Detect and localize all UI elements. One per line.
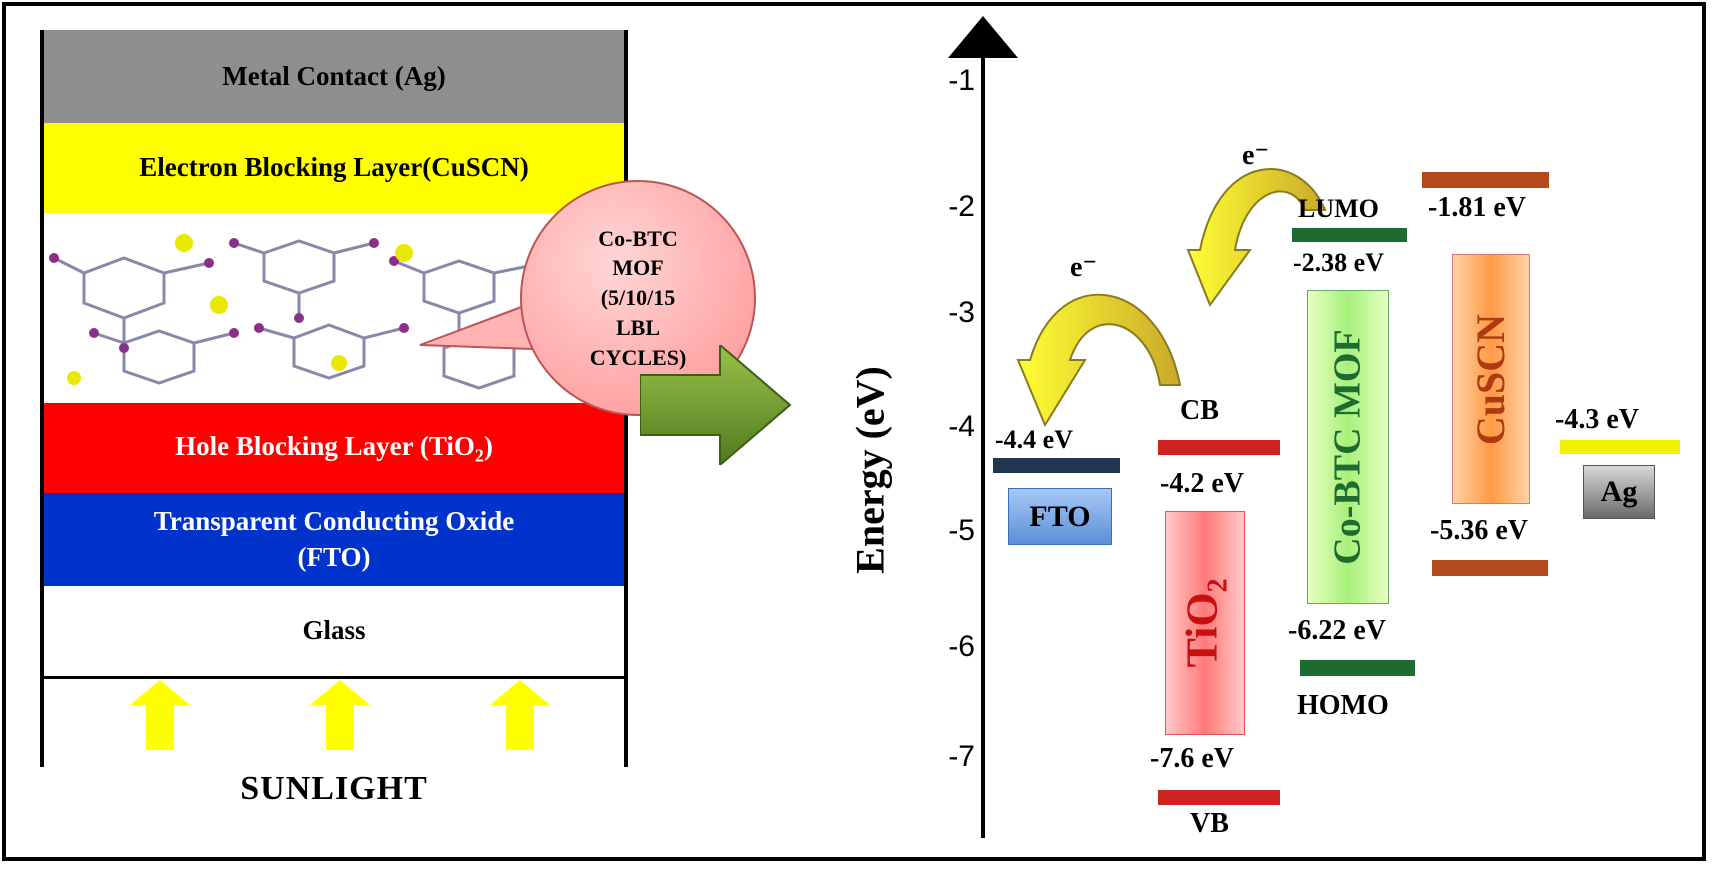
axis-tick-label: -2 <box>948 190 975 223</box>
metal-contact-label: Metal Contact (Ag) <box>222 60 446 91</box>
vb-label: VB <box>1190 808 1229 839</box>
stack-left-border <box>40 30 44 767</box>
tio2-cb-bar <box>1158 440 1280 455</box>
cb-label: CB <box>1180 395 1219 426</box>
electron-label: e⁻ <box>1242 140 1270 171</box>
sunlight-arrow-icon <box>490 680 550 750</box>
electron-blocking-layer: Electron Blocking Layer(CuSCN) <box>44 123 624 213</box>
electron-arrow-icon <box>1186 168 1327 308</box>
ag-level-bar <box>1560 440 1680 454</box>
fto-material-label: FTO <box>1029 499 1091 533</box>
cuscn-top-bar <box>1422 172 1549 188</box>
glass-layer: Glass <box>44 586 624 676</box>
sunlight-arrows <box>130 680 550 750</box>
device-stack: Metal Contact (Ag) Electron Blocking Lay… <box>40 30 628 807</box>
fto-level-label: -4.4 eV <box>995 425 1073 454</box>
mof-material-box: Co-BTC MOF <box>1307 290 1389 604</box>
bubble-line: MOF <box>612 255 664 281</box>
tio2-cb-level-label: -4.2 eV <box>1160 468 1244 499</box>
cuscn-material-box: CuSCN <box>1452 254 1530 504</box>
cuscn-bottom-bar <box>1432 560 1548 576</box>
mof-lumo-bar <box>1292 228 1407 242</box>
electron-blocking-label: Electron Blocking Layer(CuSCN) <box>139 152 529 183</box>
tio2-material-box: TiO2 <box>1165 511 1245 735</box>
mof-homo-bar <box>1300 660 1415 676</box>
tco-layer: Transparent Conducting Oxide (FTO) <box>44 493 624 586</box>
axis-tick-label: -1 <box>948 64 975 97</box>
hole-blocking-label: Hole Blocking Layer (TiO2) <box>175 430 493 465</box>
axis-tick-label: -6 <box>948 630 975 663</box>
axis-tick-label: -4 <box>948 410 975 443</box>
energy-axis-label: Energy (eV) <box>847 366 893 574</box>
mof-lumo-level-label: -2.38 eV <box>1293 248 1384 277</box>
bubble-line: LBL <box>615 314 660 340</box>
figure-frame <box>2 2 1706 861</box>
bubble-line: (5/10/15 <box>600 285 676 311</box>
axis-tick-label: -7 <box>948 740 975 773</box>
fto-material-box: FTO <box>1008 488 1112 545</box>
fto-level-bar <box>993 458 1120 473</box>
mof-material-label: Co-BTC MOF <box>1327 329 1369 565</box>
tio2-material-label: TiO2 <box>1177 578 1233 668</box>
axis-tick-label: -3 <box>948 296 975 329</box>
sunlight-label: SUNLIGHT <box>240 770 428 807</box>
electron-label: e⁻ <box>1070 252 1098 283</box>
cuscn-material-label: CuSCN <box>1468 313 1514 445</box>
green-arrow-icon <box>640 345 792 465</box>
axis-tick-label: -5 <box>948 514 975 547</box>
ag-level-label: -4.3 eV <box>1555 404 1639 435</box>
sunlight-arrow-icon <box>310 680 370 750</box>
axis-arrowhead-icon <box>948 16 1018 58</box>
cuscn-top-level-label: -1.81 eV <box>1428 192 1526 223</box>
glass-bottom-line <box>44 676 624 679</box>
ag-material-label: Ag <box>1600 475 1638 508</box>
homo-label: HOMO <box>1297 690 1389 721</box>
bubble-line: CYCLES) <box>589 344 687 370</box>
hole-blocking-layer: Hole Blocking Layer (TiO2) <box>44 403 624 493</box>
bubble-line: Co-BTC <box>598 225 678 251</box>
electron-arrow-icon <box>1016 293 1182 428</box>
ag-material-box: Ag <box>1583 465 1655 519</box>
tco-label-line2: (FTO) <box>297 541 371 572</box>
tio2-vb-bar <box>1158 790 1280 805</box>
mof-homo-level-label: -6.22 eV <box>1288 615 1386 646</box>
tio2-vb-level-label: -7.6 eV <box>1150 743 1234 774</box>
sunlight-arrow-icon <box>130 680 190 750</box>
mof-structure-illustration <box>49 234 539 390</box>
lumo-label: LUMO <box>1298 194 1379 223</box>
metal-contact-layer: Metal Contact (Ag) <box>44 30 624 123</box>
tco-label-line1: Transparent Conducting Oxide <box>153 506 515 537</box>
glass-label: Glass <box>302 615 366 646</box>
cuscn-bottom-level-label: -5.36 eV <box>1430 515 1528 546</box>
